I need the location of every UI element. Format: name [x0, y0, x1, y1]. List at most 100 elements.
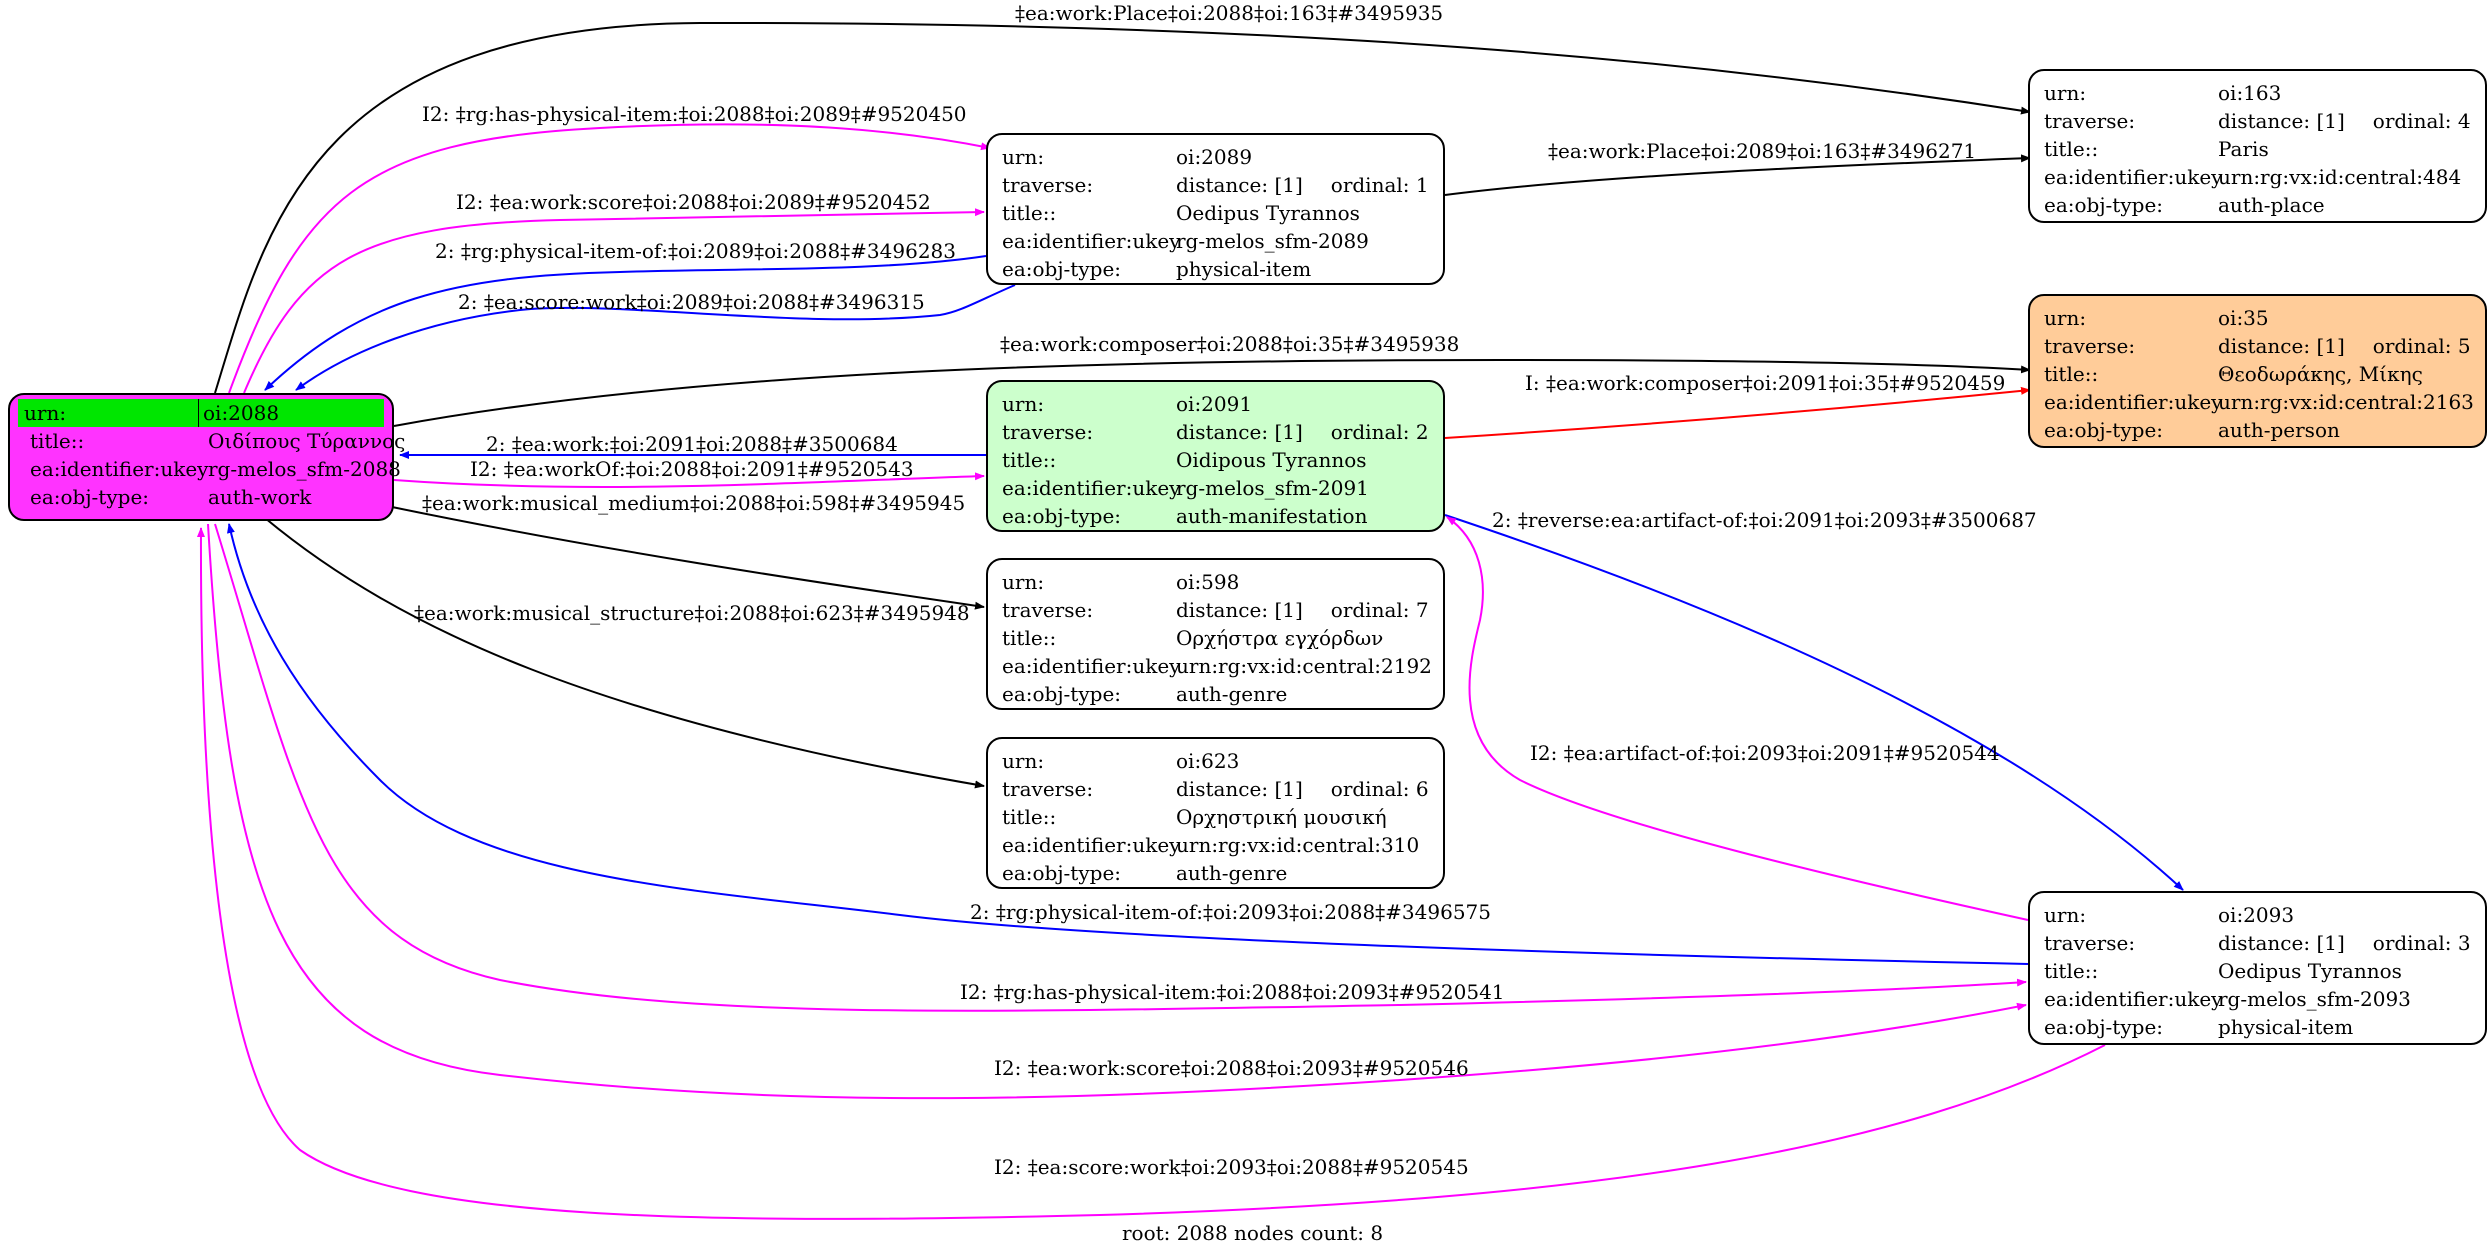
- node-oi-2093[interactable]: urn:oi:2093 traverse: distance: [1] ordina…: [2028, 891, 2487, 1045]
- edge-label-e7: ‡ea:work:composer‡oi:2088‡oi:35‡#3495938: [1000, 332, 1459, 356]
- node-key: urn:: [1002, 145, 1045, 169]
- node-row-traverse: traverse:distance: [1]ordinal: 1: [1002, 171, 1431, 199]
- node-key: traverse:: [1002, 173, 1094, 197]
- edge-label-e12: 2: ‡reverse:ea:artifact-of:‡oi:2091‡oi:2…: [1492, 508, 2037, 532]
- node-value: oi:2089: [1176, 145, 1253, 169]
- node-value: oi:163: [2218, 81, 2282, 105]
- node-value: physical-item: [2218, 1015, 2354, 1039]
- node-key: ea:obj-type:: [30, 485, 150, 509]
- node-row-type: ea:obj-type:auth-place: [2044, 191, 2473, 219]
- node-value: oi:35: [2218, 306, 2269, 330]
- edge-label-e2: I2: ‡rg:has-physical-item:‡oi:2088‡oi:20…: [422, 102, 967, 126]
- edge-label-e5: 2: ‡ea:score:work‡oi:2089‡oi:2088‡#34963…: [458, 290, 925, 314]
- node-root-oi-2088[interactable]: urn: oi:2088 title:: Οιδίπους Τύραννος e…: [8, 393, 405, 521]
- node-row-urn: urn:oi:623: [1002, 747, 1431, 775]
- node-row-urn: urn: oi:2089: [1002, 143, 1431, 171]
- node-row-type: ea:obj-type:auth-person: [2044, 416, 2473, 444]
- node-ordinal: ordinal: 2: [1330, 420, 1429, 444]
- node-key: traverse:: [2044, 334, 2136, 358]
- edge-label-e13: ‡ea:work:musical_structure‡oi:2088‡oi:62…: [414, 601, 970, 625]
- node-row-urn: urn: oi:2088: [18, 399, 384, 427]
- edge-e2: [228, 123, 991, 394]
- node-oi-623[interactable]: urn:oi:623 traverse:distance: [1]ordinal…: [986, 737, 1445, 889]
- node-value: auth-work: [208, 485, 312, 509]
- node-row-ukey: ea:identifier:ukey rg-melos_sfm-2088: [10, 455, 401, 483]
- node-value: urn:rg:vx:id:central:310: [1176, 833, 1420, 857]
- node-key: urn:: [24, 399, 199, 427]
- node-distance: distance: [1]: [1176, 777, 1303, 801]
- node-value: rg-melos_sfm-2088: [208, 457, 401, 481]
- node-row-type: ea:obj-type:auth-manifestation: [1002, 502, 1431, 530]
- node-row-type: ea:obj-type:physical-item: [1002, 255, 1431, 283]
- node-row-urn: urn:oi:2093: [2044, 901, 2473, 929]
- node-key: urn:: [1002, 570, 1045, 594]
- node-distance: distance: [1]: [1176, 420, 1303, 444]
- node-row-traverse: traverse: distance: [1] ordinal: 2: [1002, 418, 1431, 446]
- node-value: auth-genre: [1176, 861, 1288, 885]
- node-key: ea:identifier:ukey: [1002, 833, 1181, 857]
- node-value: Paris: [2218, 137, 2269, 161]
- edge-e10: [393, 472, 985, 488]
- node-ordinal: ordinal: 6: [1330, 777, 1429, 801]
- edge-label-e18: I2: ‡ea:score:work‡oi:2093‡oi:2088‡#9520…: [994, 1155, 1469, 1179]
- node-value: auth-place: [2218, 193, 2325, 217]
- node-ordinal: ordinal: 3: [2372, 931, 2471, 955]
- edge-label-e3: I2: ‡ea:work:score‡oi:2088‡oi:2089‡#9520…: [456, 190, 931, 214]
- edge-e15: [227, 523, 2029, 965]
- node-row-title: title::Θεοδωράκης, Μίκης: [2044, 360, 2473, 388]
- node-key: ea:obj-type:: [1002, 861, 1122, 885]
- node-oi-2091[interactable]: urn:oi:2091 traverse:distance: [1]ordina…: [986, 380, 1445, 532]
- node-oi-598[interactable]: urn:oi:598 traverse:distance: [1]ordinal…: [986, 558, 1445, 710]
- node-key: traverse:: [2044, 931, 2136, 955]
- node-row-title: title::Oedipus Tyrannos: [2044, 957, 2473, 985]
- node-value: Oedipus Tyrannos: [1176, 201, 1360, 225]
- node-oi-35[interactable]: urn: oi:35 traverse: distance: [1] ordinal:…: [2028, 294, 2487, 448]
- edge-e16: [214, 523, 2027, 1012]
- edge-label-e1: ‡ea:work:Place‡oi:2088‡oi:163‡#3495935: [1015, 1, 1443, 25]
- node-key: ea:obj-type:: [2044, 1015, 2164, 1039]
- node-key: traverse:: [1002, 598, 1094, 622]
- node-value: Ορχηστρική μουσική: [1176, 805, 1387, 829]
- node-key: traverse:: [2044, 109, 2136, 133]
- node-value: Ορχήστρα εγχόρδων: [1176, 626, 1384, 650]
- node-ordinal: ordinal: 5: [2372, 334, 2471, 358]
- node-key: urn:: [2044, 306, 2087, 330]
- node-row-title: title:: Οιδίπους Τύραννος: [10, 427, 405, 455]
- edge-e14: [1446, 516, 2029, 921]
- edge-e12: [1444, 514, 2184, 891]
- node-row-urn: urn:oi:598: [1002, 568, 1431, 596]
- node-key: urn:: [1002, 392, 1045, 416]
- node-key: urn:: [2044, 903, 2087, 927]
- node-key: title::: [1002, 448, 1057, 472]
- node-value: Οιδίπους Τύραννος: [208, 429, 406, 453]
- node-value: Oidipous Tyrannos: [1176, 448, 1367, 472]
- node-row-traverse: traverse:distance: [1]ordinal: 7: [1002, 596, 1431, 624]
- node-key: traverse:: [1002, 420, 1094, 444]
- node-distance: distance: [1]: [1176, 598, 1303, 622]
- node-distance: distance: [1]: [1176, 173, 1303, 197]
- node-distance: distance: [1]: [2218, 334, 2345, 358]
- node-key: ea:identifier:ukey: [30, 457, 209, 481]
- edge-e11: [391, 506, 985, 610]
- node-oi-2089[interactable]: urn:oi:2089 traverse:distance: [1]ordina…: [986, 133, 1445, 285]
- edge-label-e6: ‡ea:work:Place‡oi:2089‡oi:163‡#3496271: [1548, 139, 1976, 163]
- node-row-traverse: traverse:distance: [1]ordinal: 4: [2044, 107, 2473, 135]
- node-key: ea:obj-type:: [1002, 682, 1122, 706]
- edge-e5: [295, 284, 1016, 391]
- node-value: urn:rg:vx:id:central:2163: [2218, 390, 2474, 414]
- edge-label-e4: 2: ‡rg:physical-item-of:‡oi:2089‡oi:2088…: [435, 239, 956, 263]
- node-key: ea:identifier:ukey: [2044, 987, 2223, 1011]
- node-key: ea:identifier:ukey: [1002, 229, 1181, 253]
- node-row-traverse: traverse: distance: [1] ordinal: 5: [2044, 332, 2473, 360]
- node-oi-163[interactable]: urn:oi:163 traverse:distance: [1]ordinal…: [2028, 69, 2487, 223]
- node-key: ea:identifier:ukey: [1002, 476, 1181, 500]
- node-value: Oedipus Tyrannos: [2218, 959, 2402, 983]
- node-row-title: title::Oidipous Tyrannos: [1002, 446, 1431, 474]
- node-distance: distance: [1]: [2218, 931, 2345, 955]
- edge-label-e15: 2: ‡rg:physical-item-of:‡oi:2093‡oi:2088…: [970, 900, 1491, 924]
- node-key: title::: [30, 429, 85, 453]
- edge-e18: [196, 527, 2106, 1220]
